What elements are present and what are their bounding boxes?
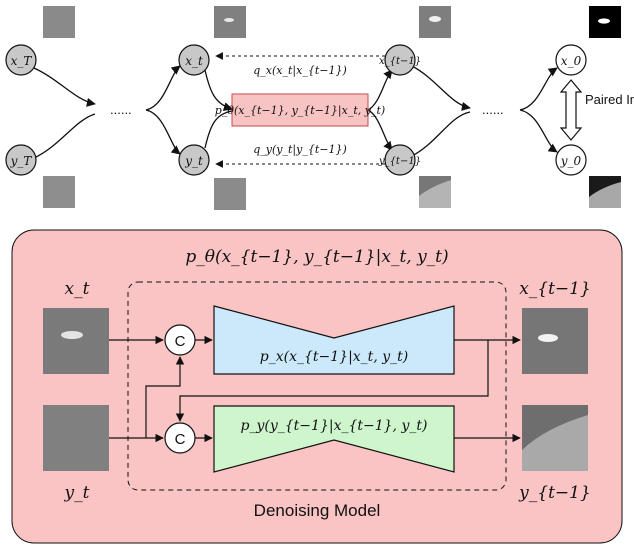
forward-reverse-process: ...... ...... x_T y_T x_t y_t x_{t−1} y_… — [5, 6, 634, 210]
node-yt1: y_{t−1} — [378, 144, 421, 176]
svg-text:x_T: x_T — [11, 54, 33, 68]
panel-title: p_θ(x_{t−1}, y_{t−1}|x_t, y_t) — [185, 247, 448, 267]
network-y-label: p_y(y_{t−1}|x_{t−1}, y_t) — [241, 418, 428, 434]
denoising-panel: p_θ(x_{t−1}, y_{t−1}|x_t, y_t) x_t y_t x… — [11, 229, 623, 544]
input-y-label: y_t — [64, 483, 90, 503]
svg-text:x_0: x_0 — [561, 54, 582, 68]
noise-thumb-yT — [43, 176, 75, 208]
network-x-label: p_x(x_{t−1}|x_t, y_t) — [260, 349, 408, 365]
paired-image-label: Paired Image — [585, 92, 634, 107]
p-theta-box — [231, 93, 369, 127]
input-image-x — [43, 308, 109, 374]
output-y-label: y_{t−1} — [518, 483, 591, 503]
node-yT: y_T — [5, 144, 37, 176]
model-boundary — [127, 281, 507, 491]
concat-node-top: C — [164, 324, 196, 356]
network-y-shape — [213, 405, 455, 473]
q-y-label: q_y(y_t|y_{t−1}) — [253, 143, 347, 157]
concat-node-bottom: C — [164, 422, 196, 454]
input-image-y — [43, 405, 109, 471]
q-x-label: q_x(x_t|x_{t−1}) — [253, 64, 347, 78]
node-x0: x_0 — [555, 44, 587, 76]
denoising-model-label: Denoising Model — [254, 501, 381, 520]
svg-text:y_T: y_T — [10, 154, 33, 168]
node-xt: x_t — [178, 44, 210, 76]
node-xt1: x_{t−1} — [379, 44, 421, 76]
panel-background — [11, 229, 623, 544]
output-x-label: x_{t−1} — [519, 279, 591, 299]
node-y0: y_0 — [555, 144, 587, 176]
svg-text:y_t: y_t — [184, 154, 203, 168]
svg-text:y_0: y_0 — [560, 154, 582, 168]
ellipsis-left: ...... — [110, 102, 132, 117]
svg-text:C: C — [175, 333, 186, 350]
input-x-label: x_t — [65, 279, 90, 299]
output-image-x — [522, 308, 588, 374]
paired-double-arrow — [559, 79, 583, 141]
noise-thumb-xt — [214, 6, 246, 38]
p-theta-label: p_θ(x_{t−1}, y_{t−1}|x_t, y_t) — [215, 104, 385, 118]
noise-thumb-xT — [43, 6, 75, 38]
noise-thumb-yt — [214, 178, 246, 210]
svg-text:C: C — [175, 431, 186, 448]
svg-text:x_{t−1}: x_{t−1} — [379, 56, 421, 67]
node-xT: x_T — [5, 44, 37, 76]
svg-text:x_t: x_t — [185, 54, 203, 68]
svg-text:y_{t−1}: y_{t−1} — [378, 156, 421, 167]
ellipsis-right: ...... — [482, 102, 504, 117]
node-yt: y_t — [178, 144, 210, 176]
